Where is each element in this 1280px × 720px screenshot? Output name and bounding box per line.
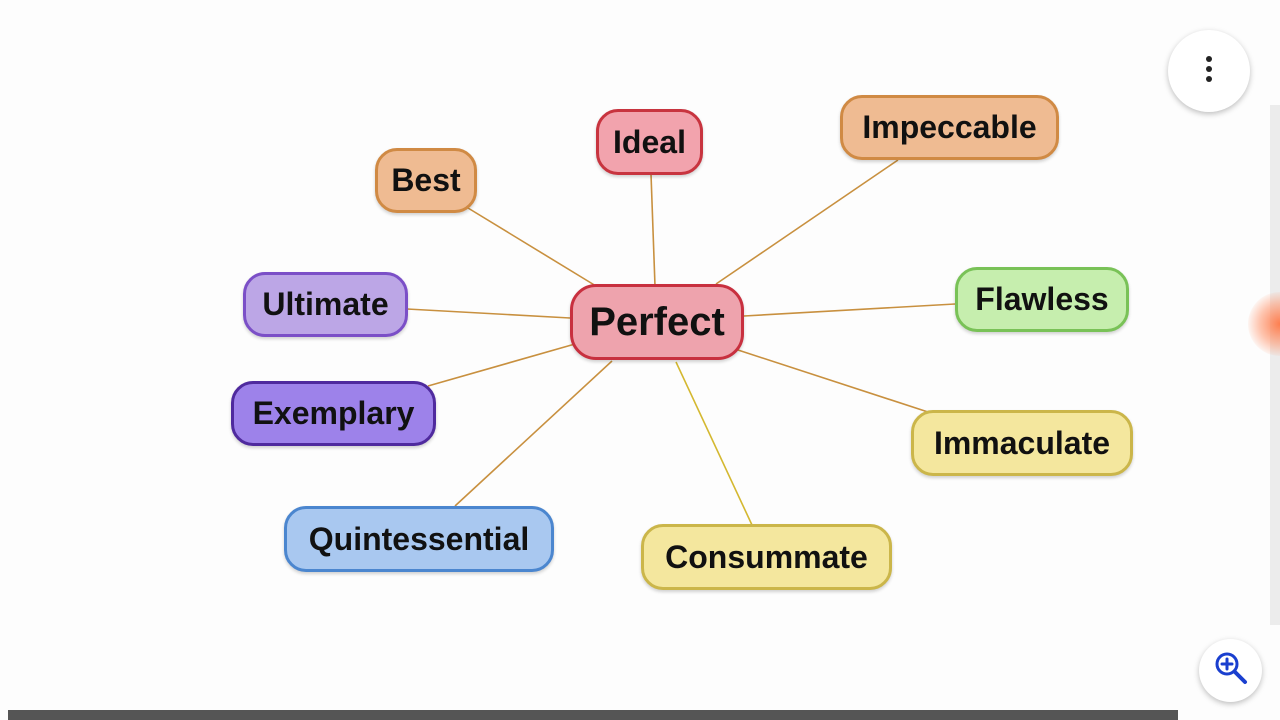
node-label: Immaculate [933, 424, 1111, 461]
zoom-in-icon [1214, 651, 1248, 690]
node-label: Ultimate [262, 286, 389, 322]
edge-ultimate [406, 308, 571, 319]
node-label: Ideal [613, 123, 686, 160]
node-best[interactable]: Best [375, 148, 477, 213]
node-flawless[interactable]: Flawless [955, 267, 1129, 332]
center-node-label: Perfect [589, 299, 725, 344]
edge-exemplary [427, 343, 576, 387]
node-label: Consummate [665, 538, 868, 575]
node-impeccable[interactable]: Impeccable [840, 95, 1059, 160]
more-vertical-icon [1204, 55, 1214, 88]
edge-ideal [650, 173, 656, 287]
edge-consummate [675, 361, 753, 526]
zoom-in-button[interactable] [1199, 639, 1262, 702]
node-label: Exemplary [252, 395, 415, 431]
node-ultimate[interactable]: Ultimate [243, 272, 408, 337]
node-label: Impeccable [862, 109, 1037, 145]
edge-impeccable [715, 159, 899, 285]
node-label: Best [391, 162, 461, 198]
center-node-perfect[interactable]: Perfect [570, 284, 744, 360]
more-options-button[interactable] [1168, 30, 1250, 112]
edge-flawless [743, 303, 956, 317]
node-immaculate[interactable]: Immaculate [911, 410, 1133, 476]
node-exemplary[interactable]: Exemplary [231, 381, 436, 446]
edge-best [467, 207, 597, 287]
video-progress-bar[interactable] [8, 710, 1178, 720]
node-consummate[interactable]: Consummate [641, 524, 892, 590]
edge-immaculate [737, 349, 929, 413]
node-quintessential[interactable]: Quintessential [284, 506, 554, 572]
node-label: Flawless [975, 281, 1109, 317]
edge-quintessential [454, 360, 613, 507]
node-label: Quintessential [308, 520, 530, 557]
node-ideal[interactable]: Ideal [596, 109, 703, 175]
vertical-scrollbar[interactable] [1270, 105, 1280, 625]
